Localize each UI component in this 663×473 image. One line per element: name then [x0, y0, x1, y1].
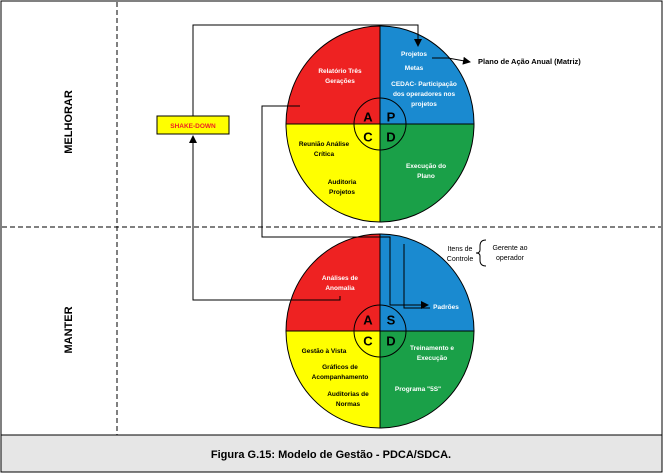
pdca-quadrant-a	[285, 25, 381, 125]
figure-caption: Figura G.15: Modelo de Gestão - PDCA/SDC…	[211, 449, 451, 461]
sdca-c-line-5: Normas	[336, 401, 361, 408]
caption-bar	[0, 434, 663, 473]
itens-controle-line-2: Controle	[447, 256, 474, 263]
connector-shakedown-to-projetos	[192, 24, 422, 116]
connector-metas-to-plano	[432, 56, 471, 65]
pdca-c-line-2: Crítica	[314, 151, 335, 158]
sdca-letter-s: S	[387, 312, 396, 327]
sdca-c-line-3: Acompanhamento	[312, 374, 369, 381]
pdca-a-line-1: Relatório Três	[318, 68, 362, 75]
sdca-a-line-2: Anomalia	[325, 285, 355, 292]
section-label-melhorar: MELHORAR	[63, 90, 75, 154]
pdca-center-circle	[353, 97, 407, 151]
sdca-d-line-2: Execução	[417, 355, 447, 362]
pdca-p-line-5: projetos	[411, 101, 437, 108]
pdca-c-line-3: Auditoria	[328, 179, 357, 186]
pdca-quadrant-d	[379, 123, 475, 223]
gerente-line-1: Gerente ao	[492, 245, 527, 252]
sdca-letter-c: C	[363, 333, 373, 348]
shakedown-label: SHAKE-DOWN	[170, 123, 216, 130]
sdca-center-circle	[353, 304, 407, 358]
sdca-c-line-2: Gráficos de	[322, 364, 358, 371]
pdca-d-line-2: Plano	[417, 173, 435, 180]
pdca-letter-p: P	[387, 109, 396, 124]
sdca-d-line-1: Treinamento e	[410, 345, 454, 352]
pdca-quadrant-p	[379, 25, 475, 125]
pdca-letter-d: D	[386, 129, 395, 144]
itens-controle-line-1: Itens de	[448, 246, 473, 253]
sdca-s-line-1: Padrões	[433, 304, 459, 311]
pdca-letter-a: A	[363, 109, 373, 124]
sdca-letter-d: D	[386, 333, 395, 348]
pdca-p-line-1: Projetos	[401, 51, 427, 58]
sdca-quadrant-c	[285, 330, 381, 429]
pdca-p-line-4: dos operadores nos	[393, 91, 456, 98]
gerente-line-2: operador	[496, 255, 525, 262]
pdca-a-line-2: Gerações	[325, 78, 355, 85]
sdca-c-line-1: Gestão à Vista	[302, 348, 347, 355]
section-label-manter: MANTER	[63, 306, 75, 353]
connector-anomalia-to-shakedown	[189, 135, 341, 301]
pdca-p-line-2: Metas	[405, 65, 424, 72]
connector-relatorio-to-padroes	[261, 105, 429, 309]
connector-to-padroes-top	[403, 244, 430, 309]
pdca-c-line-4: Projetos	[329, 189, 355, 196]
plano-acao-label: Plano de Ação Anual (Matriz)	[478, 57, 581, 66]
sdca-a-line-1: Análises de	[322, 275, 359, 282]
sdca-quadrant-a	[285, 233, 381, 332]
pdca-c-line-1: Reunião Análise	[299, 141, 350, 148]
pdca-cycle: A P C D Relatório Três Gerações Projetos…	[285, 25, 475, 223]
sdca-c-line-4: Auditorias de	[327, 391, 369, 398]
sdca-quadrant-d	[379, 330, 475, 429]
sdca-cycle: A S C D Análises de Anomalia Padrões Ges…	[285, 233, 475, 429]
pdca-letter-c: C	[363, 129, 373, 144]
gerente-bracket	[475, 239, 487, 267]
sdca-d-line-3: Programa "5S"	[395, 386, 441, 393]
pdca-p-line-3: CEDAC- Participação	[391, 81, 457, 88]
pdca-quadrant-c	[285, 123, 381, 223]
sdca-letter-a: A	[363, 312, 373, 327]
pdca-d-line-1: Execução do	[406, 163, 446, 170]
